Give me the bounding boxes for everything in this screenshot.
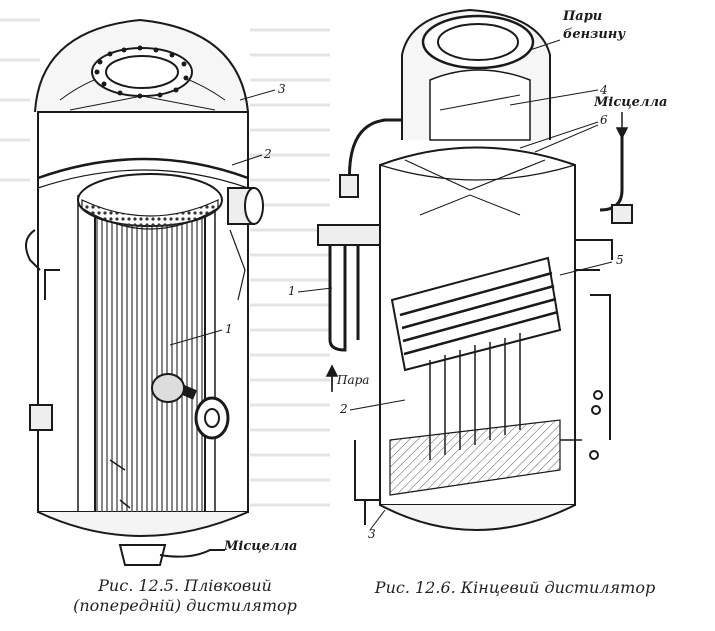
label-steam: Пара — [337, 374, 369, 386]
film-distiller — [26, 20, 263, 565]
distiller-bottom — [38, 512, 248, 536]
label-miscella-left: Місцелла — [224, 540, 297, 553]
callout-r-2: 2 — [340, 403, 348, 415]
callout-1: 1 — [225, 323, 233, 335]
miscella-outlet-pipe — [160, 550, 225, 557]
miscella-inlet-pipe — [600, 135, 622, 210]
label-vapor-gasoline-line1: Пари — [563, 8, 625, 26]
left-coil — [330, 230, 358, 350]
callout-2: 2 — [264, 148, 272, 160]
label-vapor-gasoline: Пари бензину — [563, 8, 625, 44]
caption-line-2: (попередній) дистилятор — [60, 596, 310, 616]
callout-r-4: 4 — [600, 84, 608, 96]
callout-3: 3 — [278, 83, 286, 95]
miscella-flow-arrow — [617, 112, 627, 138]
caption-figure-12-5: Рис. 12.5. Плівковий (попередній) дистил… — [60, 576, 310, 616]
callout-r-6: 6 — [600, 114, 608, 126]
callout-r-5: 5 — [616, 254, 624, 266]
callout-r-3: 3 — [368, 528, 376, 540]
caption-figure-12-6: Рис. 12.6. Кінцевий дистилятор — [355, 578, 675, 598]
callout-r-1: 1 — [288, 285, 296, 297]
label-vapor-gasoline-line2: бензину — [563, 26, 625, 44]
label-miscella-right: Місцелла — [594, 96, 667, 109]
final-distiller — [318, 10, 632, 530]
caption-line-1: Рис. 12.5. Плівковий — [60, 576, 310, 596]
tube-bundle — [95, 200, 205, 520]
